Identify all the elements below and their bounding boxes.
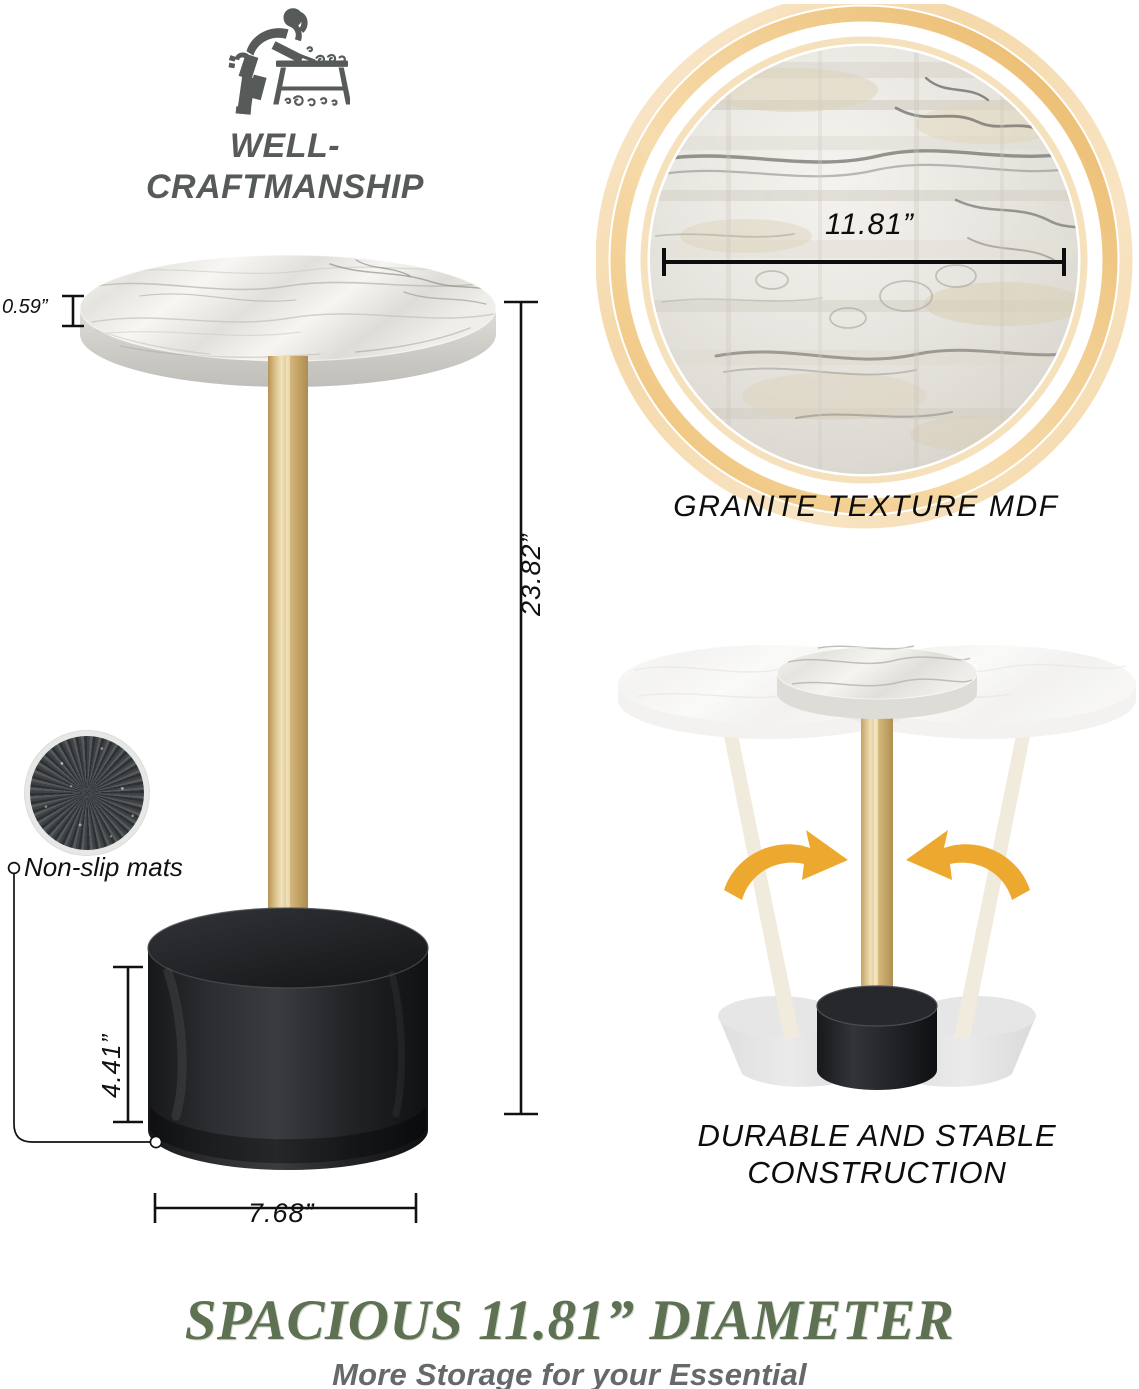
leader-endpoint-label: [7, 861, 21, 875]
craftmanship-block: WELL- CRAFTMANSHIP: [60, 8, 510, 209]
granite-caption: GRANITE TEXTURE MDF: [673, 490, 1059, 523]
dimension-base-diameter: 7.68”: [248, 1198, 315, 1228]
craftmanship-title-line2: CRAFTMANSHIP: [146, 168, 424, 207]
grit-texture-swatch: [30, 736, 144, 850]
dimension-base-height: 4.41”: [96, 1033, 126, 1098]
construction-caption-line1: DURABLE AND STABLE: [697, 1118, 1057, 1153]
construction-caption-line2: CONSTRUCTION: [747, 1154, 1007, 1190]
construction-caption: DURABLE AND STABLE CONSTRUCTION: [612, 1118, 1139, 1191]
granite-texture-block: [596, 4, 1133, 529]
non-slip-leader-line: [13, 870, 152, 1143]
craftmanship-title: WELL- CRAFTMANSHIP: [60, 126, 510, 209]
dimension-total-height: 23.82”: [516, 533, 546, 616]
headline-subtitle: More Storage for your Essential: [332, 1357, 807, 1389]
dimension-top-thickness: 0.59”: [2, 296, 48, 318]
gold-decorative-rings: [596, 4, 1133, 529]
arrow-left-curved: [906, 830, 1030, 900]
craftmanship-title-line1: WELL-: [229, 127, 341, 165]
table-product-illustration: [79, 254, 497, 1170]
center-table: [776, 645, 978, 1090]
craftsman-workbench-icon: [228, 8, 350, 115]
granite-diameter-dimension: [662, 248, 1066, 276]
construction-diagram: [618, 645, 1136, 1090]
leader-endpoint-target: [149, 1135, 163, 1149]
headline-main: SPACIOUS 11.81” DIAMETER: [184, 1289, 955, 1352]
granite-diameter-label: 11.81”: [825, 208, 914, 241]
table-stem: [268, 356, 308, 996]
non-slip-mats-label: Non-slip mats: [24, 852, 183, 882]
table-base: [147, 907, 429, 1170]
table-top-slab: [79, 254, 497, 387]
arrow-right-curved: [724, 830, 848, 900]
bottom-headline-block: SPACIOUS 11.81” DIAMETER More Storage fo…: [0, 1288, 1139, 1389]
